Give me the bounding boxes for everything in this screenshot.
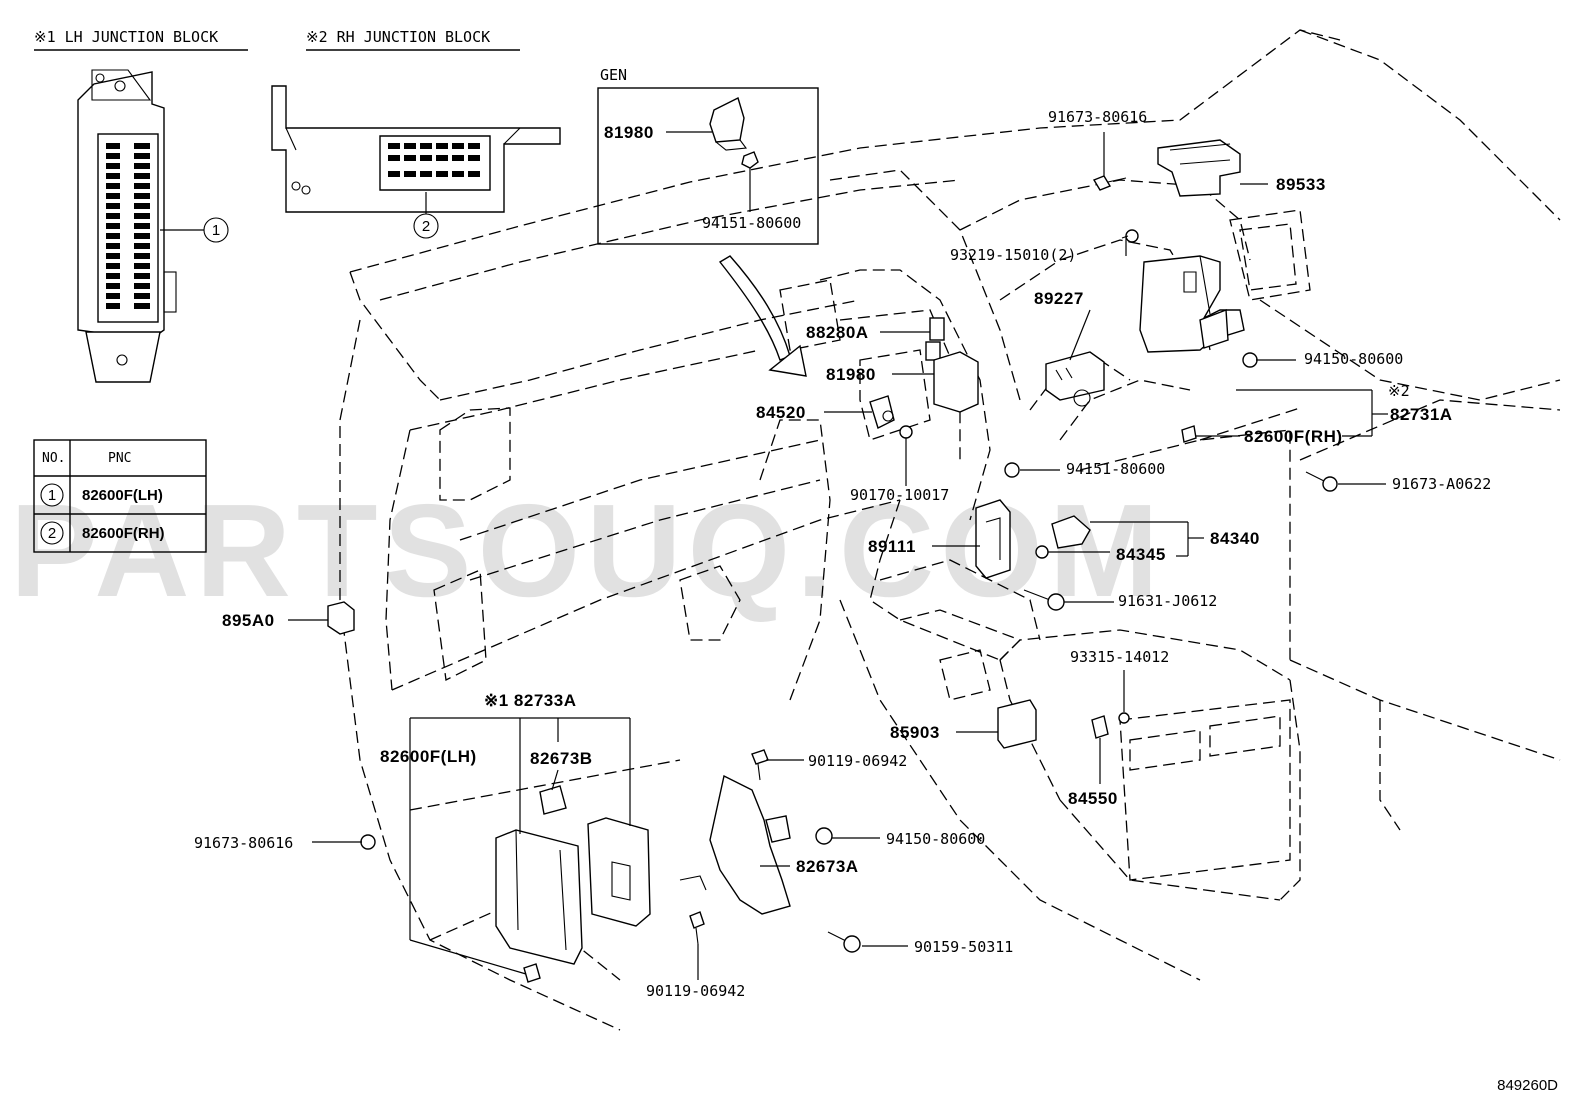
label-82731A: 82731A: [1390, 405, 1453, 424]
label-90119-top: 90119-06942: [808, 752, 907, 770]
label-89533: 89533: [1276, 175, 1326, 194]
part-82731A: [1139, 255, 1245, 353]
callout-1-text: 1: [212, 222, 220, 239]
rh-junction-block-drawing: [271, 85, 561, 213]
label-82673B: 82673B: [530, 749, 593, 768]
label-84520: 84520: [756, 403, 806, 422]
label-x1-82733A: ※1 82733A: [484, 691, 576, 710]
part-94151-mid: [1004, 462, 1020, 478]
callout-2-text: 2: [422, 218, 430, 235]
part-85903: [997, 699, 1037, 749]
part-89111: [975, 499, 1011, 579]
label-94151-mid: 94151-80600: [1066, 460, 1165, 478]
label-82600F-RH: 82600F(RH): [1244, 427, 1343, 446]
part-89533: [1157, 139, 1241, 197]
part-82600F-RH: [1181, 425, 1197, 443]
callout-circle-1: [203, 217, 229, 243]
label-91673-80616-top: 91673-80616: [1048, 108, 1147, 126]
inset-rh-title: ※2 RH JUNCTION BLOCK: [306, 28, 490, 46]
part-91673-80616-top: [1092, 175, 1127, 191]
part-90119-bot: [689, 911, 705, 945]
pnc-row-1-pnc: 82600F(LH): [82, 487, 163, 504]
inset-lh-junction-block: ※1 LH JUNCTION BLOCK 1: [34, 28, 248, 383]
direction-arrow: [718, 255, 807, 377]
label-89227: 89227: [1034, 289, 1084, 308]
label-895A0: 895A0: [222, 611, 275, 630]
part-90170: [899, 425, 913, 439]
label-84340: 84340: [1210, 529, 1260, 548]
part-94150-top: [1242, 352, 1258, 368]
label-90159: 90159-50311: [914, 938, 1013, 956]
part-labels: 91673-80616 89533 93219-15010(2) 89227 8…: [194, 108, 1491, 1000]
pnc-row-1-no: 1: [48, 487, 56, 504]
part-84340: [1035, 515, 1091, 559]
label-x2: ※2: [1388, 382, 1410, 400]
part-90119-top: [751, 749, 769, 781]
label-94150-top: 94150-80600: [1304, 350, 1403, 368]
part-81980: [933, 351, 979, 413]
pnc-row-2-no: 2: [48, 525, 56, 542]
part-84520: [869, 395, 895, 429]
dashboard-outline: [339, 29, 1561, 1031]
part-94150-bot: [815, 827, 833, 845]
gen-81980-label: 81980: [604, 123, 654, 142]
label-89111: 89111: [868, 537, 916, 556]
part-90159: [827, 931, 861, 953]
pnc-header-no: NO.: [42, 451, 65, 466]
label-85903: 85903: [890, 723, 940, 742]
inset-rh-junction-block: ※2 RH JUNCTION BLOCK 2: [271, 28, 561, 239]
lh-junction-block-drawing: [77, 69, 177, 383]
part-91673-A0622: [1305, 471, 1338, 492]
callout-circle-2: [413, 213, 439, 239]
part-88280A: [925, 317, 945, 361]
diagram-code: 849260D: [1497, 1077, 1558, 1094]
label-90170: 90170-10017: [850, 486, 949, 504]
lh-fuse-slots: [106, 143, 150, 309]
label-84550: 84550: [1068, 789, 1118, 808]
pnc-header-pnc: PNC: [108, 451, 131, 466]
label-91673-80616-bot: 91673-80616: [194, 834, 293, 852]
watermark: PARTSOUQ.COM: [10, 477, 1165, 624]
part-89227: [1045, 351, 1105, 407]
inset-lh-title: ※1 LH JUNCTION BLOCK: [34, 28, 218, 46]
gen-title: GEN: [600, 66, 627, 84]
label-90119-bot: 90119-06942: [646, 982, 745, 1000]
label-88280A: 88280A: [806, 323, 869, 342]
label-82673A: 82673A: [796, 857, 859, 876]
label-94150-bot: 94150-80600: [886, 830, 985, 848]
pnc-table: NO. PNC 1 82600F(LH) 2 82600F(RH): [33, 439, 207, 553]
gen-box: GEN 81980 94151-80600: [597, 66, 819, 245]
part-895A0: [327, 601, 355, 635]
pnc-row-2-pnc: 82600F(RH): [82, 525, 165, 542]
part-84550: [1091, 712, 1130, 739]
label-81980: 81980: [826, 365, 876, 384]
part-82673A: [679, 774, 791, 915]
label-93219: 93219-15010(2): [950, 246, 1076, 264]
label-91673-A0622: 91673-A0622: [1392, 475, 1491, 493]
label-93315: 93315-14012: [1070, 648, 1169, 666]
part-93219: [1121, 229, 1139, 243]
gen-94151-label: 94151-80600: [702, 214, 801, 232]
label-91631: 91631-J0612: [1118, 592, 1217, 610]
label-84345: 84345: [1116, 545, 1166, 564]
label-82600F-LH: 82600F(LH): [380, 747, 477, 766]
part-82600F-LH-assembly: [360, 785, 651, 983]
leader-lines: [288, 132, 1388, 980]
